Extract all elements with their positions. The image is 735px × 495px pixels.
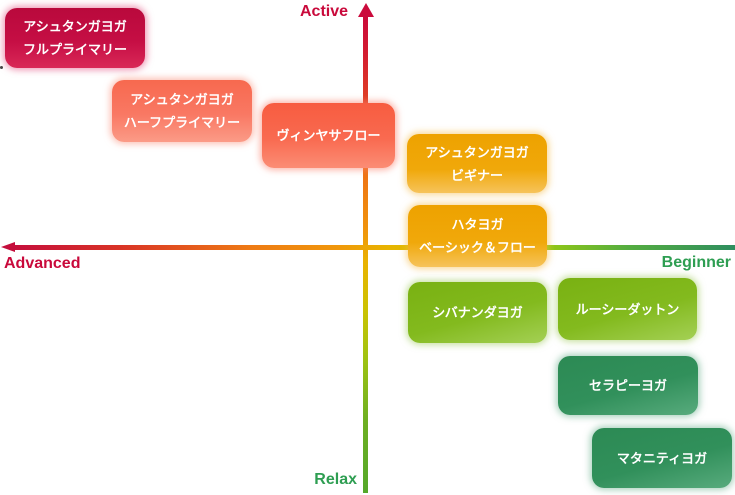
item-label: マタニティヨガ [616, 450, 708, 466]
axis-label-advanced: Advanced [4, 255, 81, 272]
item-label: ビギナー [450, 167, 503, 183]
horizontal-axis-line [12, 245, 735, 250]
item-box-maternity-yoga: マタニティヨガ [592, 428, 732, 488]
item-label: ハーフプライマリー [123, 115, 241, 130]
item-label: セラピーヨガ [588, 378, 667, 393]
axis-label-beginner: Beginner [661, 254, 731, 271]
arrow-up-icon [358, 3, 374, 17]
item-label: アシュタンガヨガ [130, 92, 234, 107]
axis-label-relax: Relax [314, 471, 357, 488]
item-box-hatha-basic-flow: ハタヨガ ベーシック＆フロー [408, 205, 547, 267]
item-box-therapy-yoga: セラピーヨガ [558, 356, 698, 415]
item-box-ashtanga-beginner: アシュタンガヨガ ビギナー [407, 134, 547, 193]
arrow-left-icon [1, 242, 15, 252]
item-box-rusie-dutton: ルーシーダットン [558, 278, 697, 340]
item-box-ashtanga-half-primary: アシュタンガヨガ ハーフプライマリー [112, 80, 252, 142]
item-label: ヴィンヤサフロー [276, 128, 381, 143]
item-label: ベーシック＆フロー [419, 240, 536, 255]
stray-dot [0, 66, 3, 69]
item-label: ハタヨガ [451, 217, 504, 232]
item-label: ルーシーダットン [575, 301, 680, 317]
item-label: シバナンダヨガ [432, 305, 523, 320]
item-box-vinyasa-flow: ヴィンヤサフロー [262, 103, 395, 168]
axis-label-active: Active [300, 3, 349, 20]
vertical-axis-line [363, 14, 368, 493]
item-box-sivananda-yoga: シバナンダヨガ [408, 282, 547, 343]
item-label: アシュタンガヨガ [23, 19, 127, 34]
item-box-ashtanga-full-primary: アシュタンガヨガ フルプライマリー [5, 8, 145, 68]
item-label: フルプライマリー [22, 42, 127, 57]
item-label: アシュタンガヨガ [425, 144, 529, 160]
